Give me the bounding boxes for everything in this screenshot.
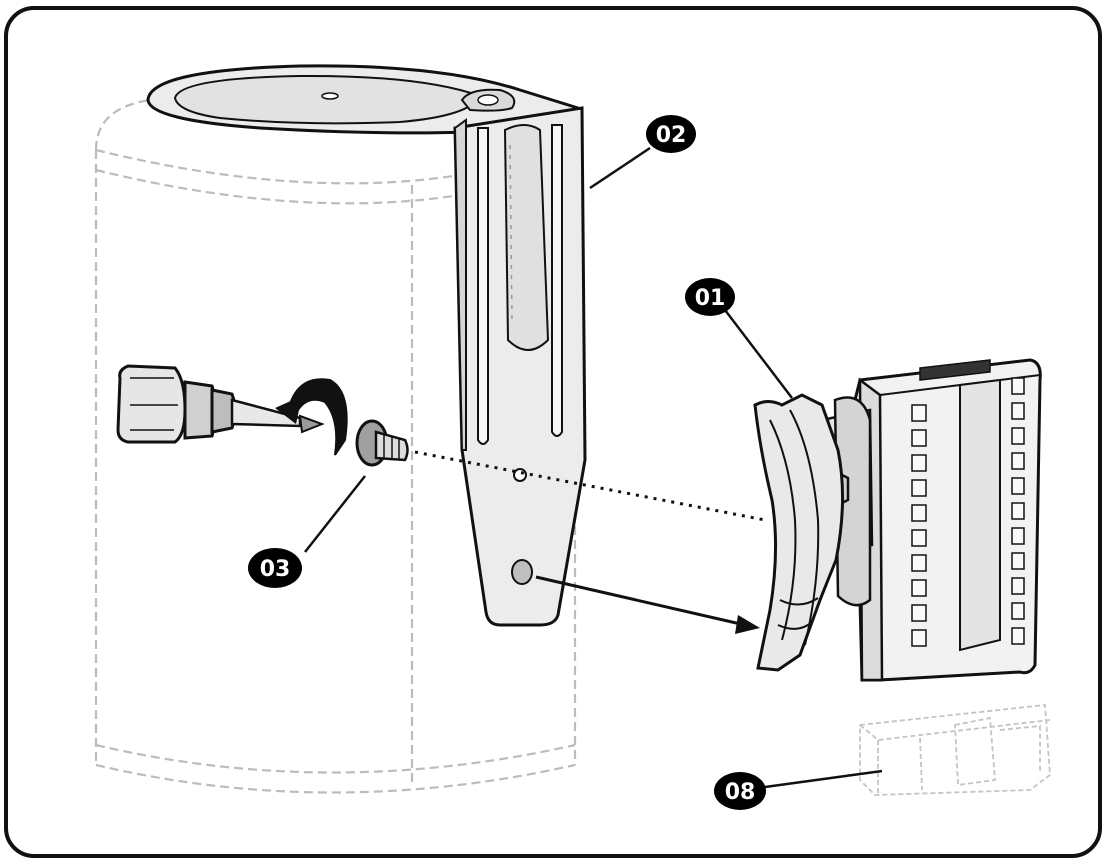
- callout-03: 03: [248, 548, 302, 588]
- insert-arrow: [535, 575, 760, 634]
- callout-02-label: 02: [656, 123, 687, 148]
- leader-lines: [304, 146, 883, 789]
- screw-icon: [355, 419, 409, 467]
- callout-03-label: 03: [260, 557, 291, 582]
- callout-01-label: 01: [695, 286, 726, 311]
- ghost-part-08: [859, 704, 1051, 796]
- callout-08-label: 08: [725, 780, 756, 805]
- screwdriver-icon: [116, 364, 325, 444]
- bracket-lower-hole: [511, 559, 533, 585]
- bracket-upper-hole: [513, 468, 527, 482]
- callout-01: 01: [685, 278, 735, 316]
- rotation-arrow-icon: [275, 378, 348, 456]
- alignment-dotted-line: [414, 450, 766, 522]
- callout-08: 08: [714, 772, 766, 810]
- bracket-02: [146, 64, 587, 627]
- clamp-mechanism-01: [753, 358, 1042, 682]
- callout-02: 02: [646, 115, 696, 153]
